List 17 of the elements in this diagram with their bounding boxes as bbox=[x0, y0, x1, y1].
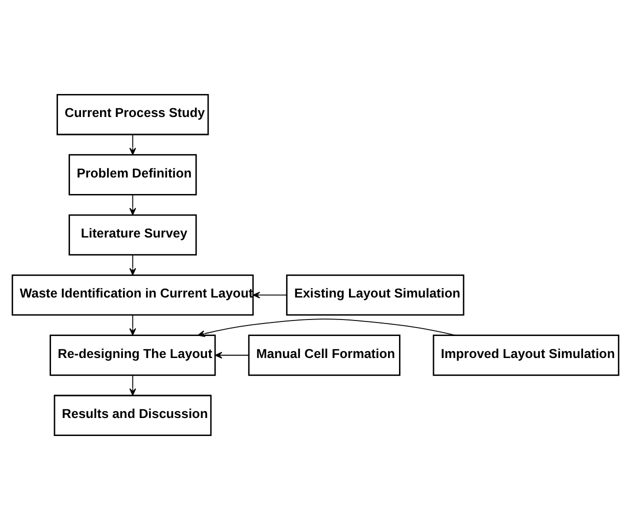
arrow bbox=[129, 134, 136, 154]
node-box: Improved Layout Simulation bbox=[432, 334, 620, 376]
arrow bbox=[214, 351, 250, 358]
node-box: Re-designing The Layout bbox=[50, 334, 216, 376]
arrow bbox=[198, 318, 456, 337]
node-box: Manual Cell Formation bbox=[248, 334, 400, 376]
arrow bbox=[252, 291, 288, 298]
node-box: Problem Definition bbox=[68, 154, 197, 195]
node-box: Current Process Study bbox=[56, 94, 209, 135]
node-box: Existing Layout Simulation bbox=[286, 274, 464, 316]
arrow bbox=[129, 254, 136, 275]
arrow bbox=[129, 194, 136, 215]
arrow bbox=[129, 374, 136, 396]
node-box: Waste Identification in Current Layout bbox=[12, 274, 254, 316]
node-box: Literature Survey bbox=[68, 214, 197, 256]
arrow bbox=[129, 314, 136, 335]
node-box: Results and Discussion bbox=[54, 394, 212, 436]
